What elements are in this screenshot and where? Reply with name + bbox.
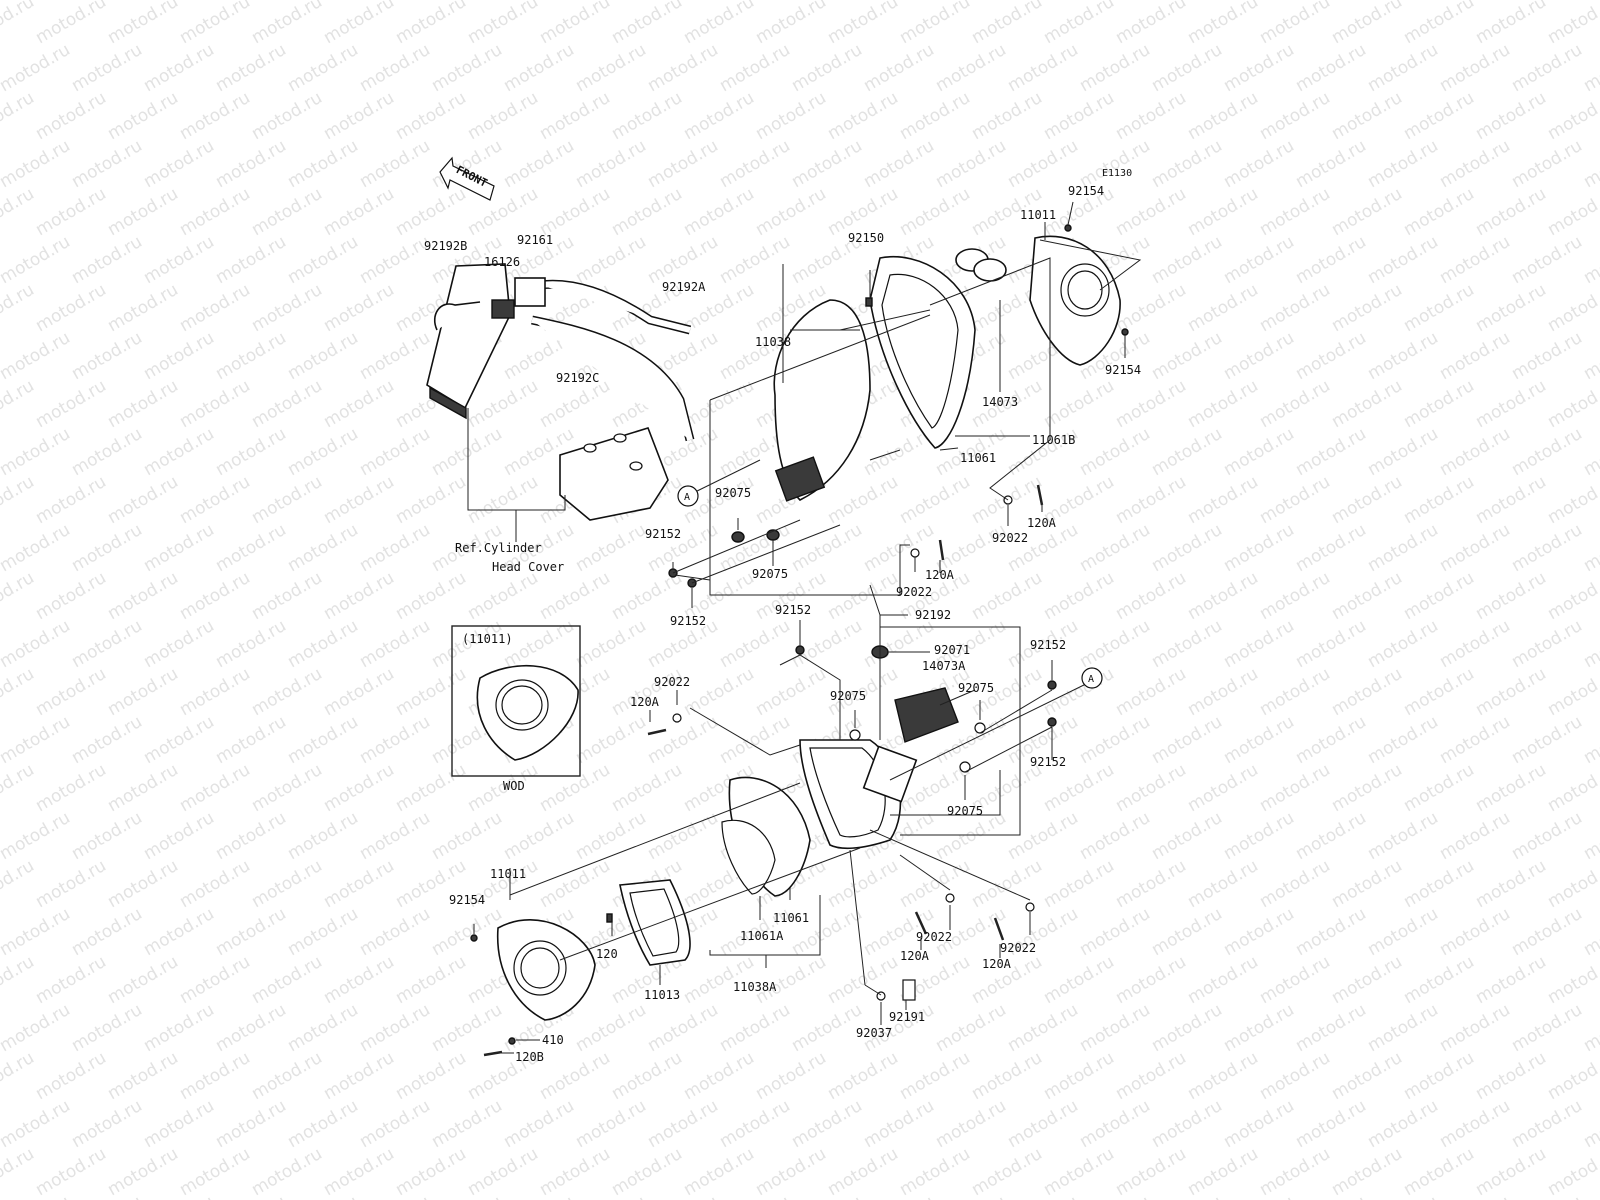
part-label: 11038A bbox=[733, 980, 777, 994]
part-label: 11061 bbox=[960, 451, 996, 465]
part-label: 11061A bbox=[740, 929, 784, 943]
breather-hoses bbox=[433, 277, 695, 442]
part-label: 92022 bbox=[896, 585, 932, 599]
part-label: 92152 bbox=[1030, 755, 1066, 769]
part-label: 11038 bbox=[755, 335, 791, 349]
part-label: 92075 bbox=[830, 689, 866, 703]
part-label: 92152 bbox=[1030, 638, 1066, 652]
circle-marker-a-lower: A bbox=[1081, 667, 1103, 689]
part-label: 92022 bbox=[654, 675, 690, 689]
wod-box-title: (11011) bbox=[462, 632, 513, 646]
part-label: 92075 bbox=[958, 681, 994, 695]
part-label: 92161 bbox=[517, 233, 553, 247]
leader-lines bbox=[473, 201, 1142, 1054]
part-label: 120A bbox=[982, 957, 1012, 971]
part-label: 92022 bbox=[992, 531, 1028, 545]
air-filter-element-top bbox=[869, 256, 976, 449]
part-label: 92075 bbox=[715, 486, 751, 500]
part-label: 120A bbox=[1027, 516, 1057, 530]
part-label: 92022 bbox=[1000, 941, 1036, 955]
air-filter-element-bottom bbox=[721, 776, 811, 897]
front-arrow: FRONT bbox=[439, 156, 495, 201]
part-label: 92075 bbox=[947, 804, 983, 818]
part-label: 92154 bbox=[1068, 184, 1104, 198]
air-cleaner-cover-bottom bbox=[496, 919, 596, 1021]
part-label: 92071 bbox=[934, 643, 970, 657]
part-label: 92022 bbox=[916, 930, 952, 944]
part-label: 92150 bbox=[848, 231, 884, 245]
air-cleaner-cover-top bbox=[1029, 235, 1121, 366]
ref-label-line2: Head Cover bbox=[492, 560, 564, 574]
part-label: 120 bbox=[596, 947, 618, 961]
part-label: 14073 bbox=[982, 395, 1018, 409]
part-label: 92192 bbox=[915, 608, 951, 622]
part-label: 11013 bbox=[644, 988, 680, 1002]
part-label: 11011 bbox=[490, 867, 526, 881]
part-label: 120B bbox=[515, 1050, 544, 1064]
part-label: 92154 bbox=[1105, 363, 1141, 377]
velocity-stack-top bbox=[955, 248, 1007, 282]
air-cleaner-housing-top bbox=[773, 299, 871, 502]
part-label: 120A bbox=[925, 568, 955, 582]
part-label: 11061B bbox=[1032, 433, 1075, 447]
part-label: 92152 bbox=[775, 603, 811, 617]
circle-marker-a-upper: A bbox=[677, 485, 699, 507]
air-cleaner-housing-bottom bbox=[799, 739, 918, 850]
part-label: 11061 bbox=[773, 911, 809, 925]
part-label: 11011 bbox=[1020, 208, 1056, 222]
part-label: 92154 bbox=[449, 893, 485, 907]
breather-separator bbox=[894, 687, 959, 743]
part-label: 120A bbox=[630, 695, 660, 709]
part-label: 92192B bbox=[424, 239, 467, 253]
svg-text:A: A bbox=[684, 492, 690, 503]
part-label: 92037 bbox=[856, 1026, 892, 1040]
part-label: 92152 bbox=[670, 614, 706, 628]
part-label: 92192A bbox=[662, 280, 706, 294]
part-label: 92152 bbox=[645, 527, 681, 541]
part-label: 92191 bbox=[889, 1010, 925, 1024]
part-label: 120A bbox=[900, 949, 930, 963]
part-label: 92192C bbox=[556, 371, 599, 385]
part-label: 410 bbox=[542, 1033, 564, 1047]
wod-box-caption: WOD bbox=[503, 779, 525, 793]
part-label: 92075 bbox=[752, 567, 788, 581]
diagram-code: E1130 bbox=[1102, 168, 1132, 179]
wod-box: (11011) WOD bbox=[451, 625, 581, 793]
part-labels: 92154 11011 92154 14073 92161 16126 9219… bbox=[424, 184, 1141, 1064]
frame-plate bbox=[619, 879, 691, 966]
part-label: 16126 bbox=[484, 255, 520, 269]
ref-label-line1: Ref.Cylinder bbox=[455, 541, 542, 555]
svg-text:A: A bbox=[1088, 674, 1094, 685]
cylinder-head-cover bbox=[426, 263, 669, 521]
part-label: 14073A bbox=[922, 659, 966, 673]
